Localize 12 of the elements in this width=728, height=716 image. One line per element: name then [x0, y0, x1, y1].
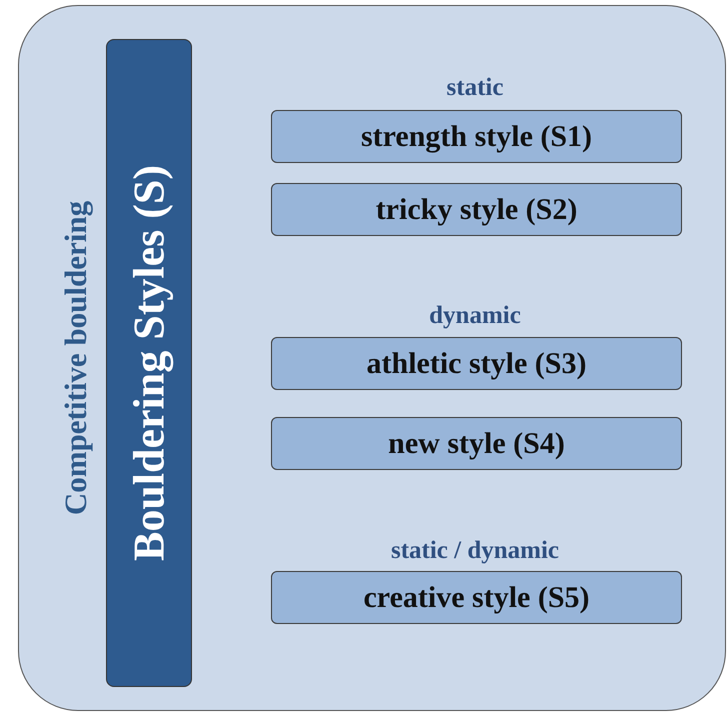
style-box: new style (S4): [271, 417, 682, 470]
group-heading: dynamic: [429, 302, 521, 330]
group-heading: static: [446, 74, 504, 102]
title-bar: [106, 39, 192, 687]
bar-title: Bouldering Styles (S): [124, 164, 174, 562]
style-box: strength style (S1): [271, 110, 682, 163]
style-box: creative style (S5): [271, 571, 682, 624]
panel-title: Competitive bouldering: [58, 200, 94, 516]
style-box: tricky style (S2): [271, 183, 682, 236]
rounded-panel: [18, 5, 726, 711]
group-heading: static / dynamic: [390, 537, 560, 565]
style-box: athletic style (S3): [271, 337, 682, 390]
